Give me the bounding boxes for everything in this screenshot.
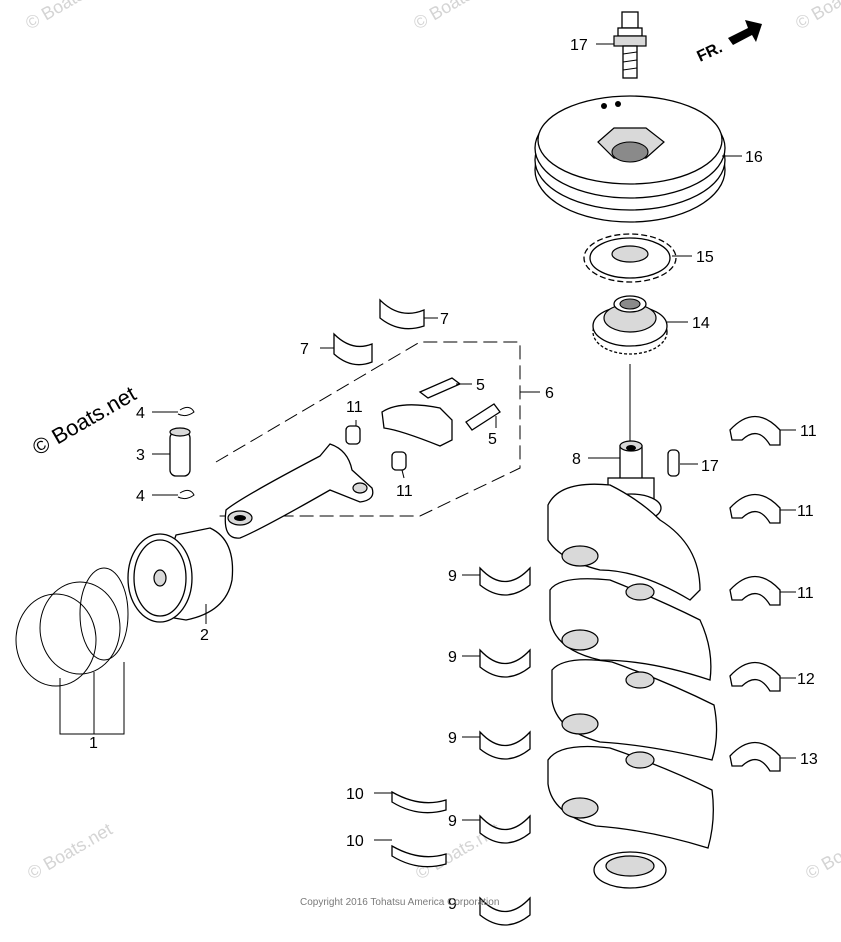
callout-9-b: 9 — [448, 649, 457, 666]
callout-9-c: 9 — [448, 730, 457, 747]
front-arrow-icon — [728, 20, 762, 45]
callout-13: 15 — [696, 249, 714, 266]
part-3-piston-pin — [169, 427, 191, 477]
callout-7-b: 7 — [300, 341, 309, 358]
part-9-main-bearings — [479, 566, 531, 926]
callout-1: 1 — [89, 735, 98, 752]
callout-11-a: 11 — [800, 423, 817, 440]
callout-labels: 17 16 15 14 17 8 11 11 11 12 13 9 9 9 9 … — [89, 37, 818, 913]
part-7-conrod-bearings — [333, 298, 425, 366]
callout-4-b: 4 — [136, 488, 145, 505]
callout-3: 3 — [136, 447, 145, 464]
callout-11-e: 13 — [800, 751, 818, 768]
callout-11-d: 12 — [797, 671, 815, 688]
part-14-pulley — [534, 95, 726, 223]
watermark-bottom-right: © Boats.net — [802, 819, 841, 883]
callout-11-c: 11 — [797, 585, 814, 602]
callout-9-e: 9 — [448, 896, 457, 913]
watermark-top-left: © Boats.net — [22, 0, 114, 33]
watermark-bottom-left: © Boats.net — [24, 819, 116, 883]
callout-10-b: 10 — [346, 833, 364, 850]
front-direction-indicator: FR. — [695, 20, 762, 66]
callout-6: 6 — [545, 385, 554, 402]
watermark-top-center: © Boats.net — [410, 0, 502, 33]
callout-5-b: 5 — [488, 431, 497, 448]
part-13-sprocket — [583, 233, 677, 283]
part-12-gear — [592, 295, 668, 445]
front-label: FR. — [695, 39, 726, 65]
watermark-center-left: © Boats.net — [28, 381, 140, 460]
callout-9-d: 9 — [448, 813, 457, 830]
callout-11-b: 11 — [797, 503, 814, 520]
copyright-notice: Copyright 2016 Tohatsu America Corporati… — [300, 897, 499, 908]
part-15-bolt — [613, 11, 647, 79]
callout-2: 2 — [200, 627, 209, 644]
callout-9-a: 9 — [448, 568, 457, 585]
callout-4-a: 4 — [136, 405, 145, 422]
callout-14: 16 — [745, 149, 763, 166]
part-8-crankshaft — [547, 440, 718, 889]
part-16-key — [667, 449, 680, 477]
part-11-main-bearings — [729, 416, 781, 772]
callout-7-a: 7 — [440, 311, 449, 328]
callout-12: 14 — [692, 315, 710, 332]
part-1-piston-rings — [15, 567, 129, 687]
part-10-thrust-washers — [391, 790, 447, 868]
callout-8: 8 — [572, 451, 581, 468]
watermark-top-right: © Boats.net — [792, 0, 841, 33]
part-2-piston — [127, 527, 234, 623]
callout-17-b: 11 — [396, 483, 413, 500]
callout-15: 17 — [570, 37, 588, 54]
callout-5-a: 5 — [476, 377, 485, 394]
callout-10-a: 10 — [346, 786, 364, 803]
callout-16: 17 — [701, 458, 719, 475]
part-4-circlips — [177, 406, 195, 500]
callout-17-a: 11 — [346, 399, 363, 416]
part-6-connecting-rod-assembly — [214, 341, 521, 539]
leader-lines — [59, 43, 796, 841]
